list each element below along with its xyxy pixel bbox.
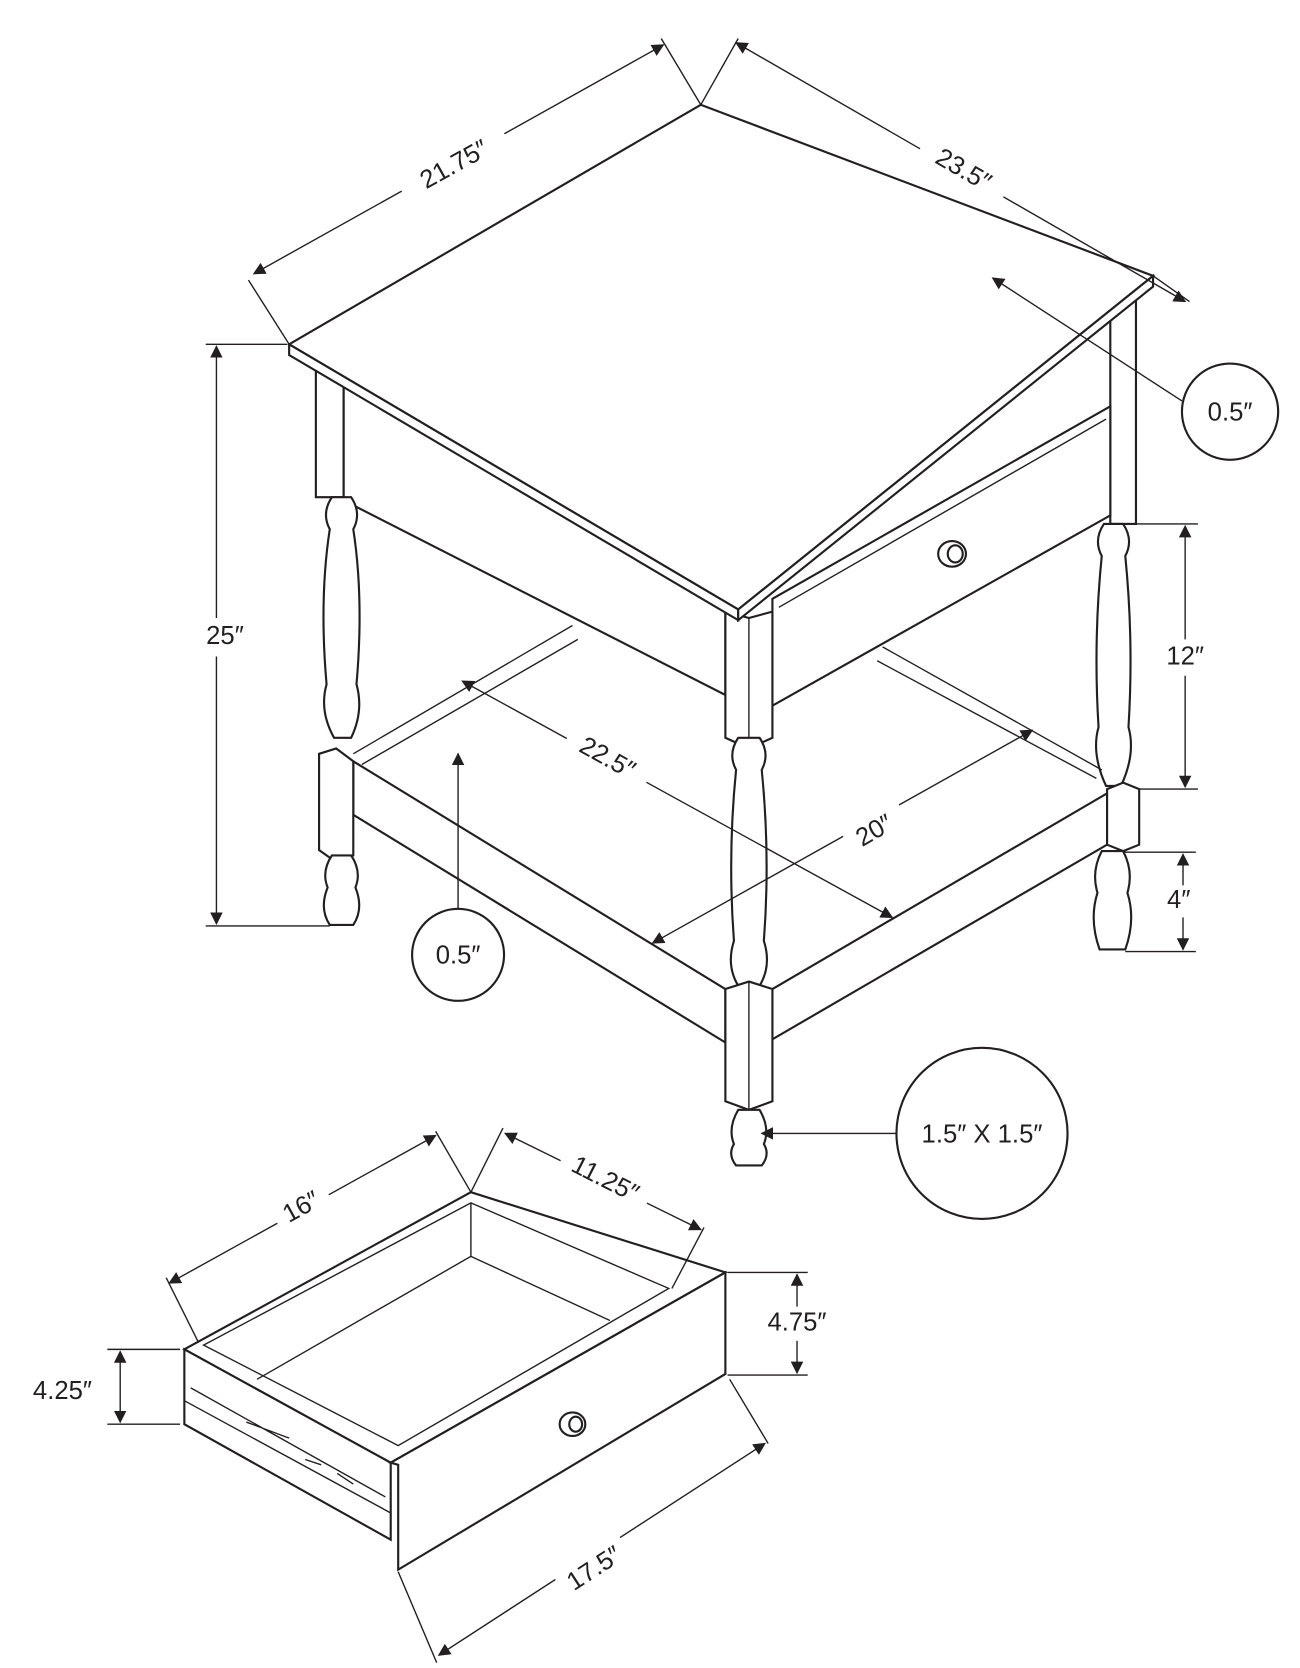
dimension-drawer-side-height: 4.25″ — [33, 1348, 181, 1425]
dimension-apron-to-shelf: 12″ — [1135, 523, 1215, 790]
dimension-shelf-to-floor: 4″ — [1123, 851, 1204, 953]
svg-text:25″: 25″ — [206, 622, 244, 650]
drawer-knob-icon — [937, 539, 968, 568]
svg-text:4.25″: 4.25″ — [33, 1377, 92, 1405]
dimension-drawer-front-height: 4.75″ — [727, 1271, 837, 1376]
drawer-drawing — [182, 1191, 729, 1572]
callout-leg-size: 1.5″ X 1.5″ — [760, 1046, 1069, 1220]
callout-shelf-thickness: 0.5″ — [411, 752, 506, 1002]
dimension-overall-height: 25″ — [192, 343, 330, 927]
svg-text:1.5″ X 1.5″: 1.5″ X 1.5″ — [922, 1120, 1043, 1148]
dimension-drawer-width: 16″ — [165, 1130, 472, 1343]
svg-text:12″: 12″ — [1166, 642, 1204, 670]
callout-top-thickness: 0.5″ — [991, 277, 1280, 461]
svg-text:4″: 4″ — [1167, 886, 1190, 914]
svg-text:0.5″: 0.5″ — [436, 942, 481, 970]
table-drawing — [287, 103, 1156, 1167]
svg-text:0.5″: 0.5″ — [1208, 399, 1253, 427]
svg-text:4.75″: 4.75″ — [768, 1308, 827, 1336]
drawer-knob-icon — [558, 1411, 587, 1438]
